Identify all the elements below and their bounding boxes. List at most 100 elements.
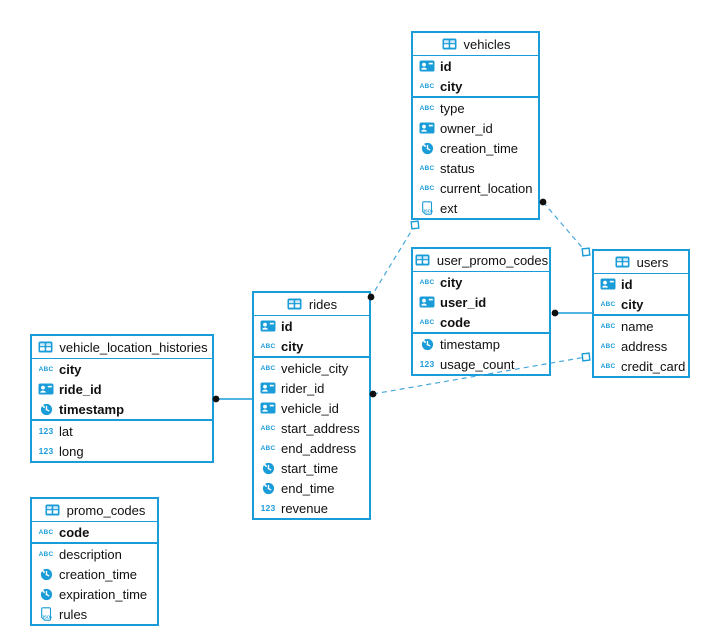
column-row: ABC city xyxy=(413,272,549,292)
column-row: start_time xyxy=(254,458,369,478)
table-name: vehicles xyxy=(463,36,511,52)
column-row: vehicle_id xyxy=(254,398,369,418)
column-row: 123 usage_count xyxy=(413,354,549,374)
column-name: city xyxy=(59,361,82,377)
column-name: id xyxy=(281,318,293,334)
uuid-icon xyxy=(259,402,277,414)
text-icon: ABC xyxy=(419,184,435,192)
columns-section: ABC vehicle_city rider_id vehicle_id ABC… xyxy=(254,356,369,518)
column-name: id xyxy=(440,58,452,74)
columns-section: timestamp 123 usage_count xyxy=(413,332,549,374)
column-row: 123 long xyxy=(32,441,212,461)
column-name: vehicle_city xyxy=(281,360,349,376)
column-name: ride_id xyxy=(59,381,102,397)
column-row: end_time xyxy=(254,478,369,498)
relation-vehicles-users xyxy=(542,201,587,253)
column-row: timestamp xyxy=(413,334,549,354)
table-icon xyxy=(441,38,459,50)
column-name: end_address xyxy=(281,440,357,456)
er-table-rides[interactable]: rides id ABC city ABC vehicle_city rider… xyxy=(252,291,371,520)
column-row: ABC credit_card xyxy=(594,356,688,376)
column-row: ABC description xyxy=(32,544,157,564)
table-header[interactable]: promo_codes xyxy=(32,499,157,522)
number-icon: 123 xyxy=(260,503,276,513)
er-table-vehicle_location_histories[interactable]: vehicle_location_histories ABC city ride… xyxy=(30,334,214,463)
columns-section: ABC type owner_id creation_time ABC stat… xyxy=(413,96,538,218)
column-row: id xyxy=(254,316,369,336)
column-name: city xyxy=(440,274,463,290)
column-name: start_address xyxy=(281,420,360,436)
table-icon xyxy=(614,256,632,268)
column-name: rider_id xyxy=(281,380,325,396)
column-name: ext xyxy=(440,200,458,216)
column-name: creation_time xyxy=(59,566,138,582)
column-row: ABC code xyxy=(32,522,157,542)
uuid-icon xyxy=(37,383,55,395)
relation-rides-users-diamond-end xyxy=(581,352,591,362)
text-icon: ABC xyxy=(600,342,616,350)
json-icon: JSON xyxy=(37,607,55,621)
column-row: id xyxy=(594,274,688,294)
column-row: ABC name xyxy=(594,316,688,336)
table-name: vehicle_location_histories xyxy=(59,339,208,355)
column-row: ABC start_address xyxy=(254,418,369,438)
primary-key-section: ABC code xyxy=(32,522,157,542)
primary-key-section: id ABC city xyxy=(254,316,369,356)
relation-user_promo_codes-users-dot-end xyxy=(551,309,559,317)
table-header[interactable]: rides xyxy=(254,293,369,316)
column-row: ABC vehicle_city xyxy=(254,358,369,378)
column-row: 123 revenue xyxy=(254,498,369,518)
column-name: type xyxy=(440,100,465,116)
column-row: JSON rules xyxy=(32,604,157,624)
uuid-icon xyxy=(599,278,617,290)
column-name: rules xyxy=(59,606,88,622)
text-icon: ABC xyxy=(419,104,435,112)
relation-vehicles-users-dot-end xyxy=(539,198,547,206)
uuid-icon xyxy=(418,60,436,72)
primary-key-section: id ABC city xyxy=(594,274,688,314)
column-row: id xyxy=(413,56,538,76)
column-name: lat xyxy=(59,423,73,439)
column-row: creation_time xyxy=(413,138,538,158)
column-row: timestamp xyxy=(32,399,212,419)
column-row: JSON ext xyxy=(413,198,538,218)
uuid-icon xyxy=(418,296,436,308)
column-name: creation_time xyxy=(440,140,519,156)
text-icon: ABC xyxy=(419,164,435,172)
columns-section: ABC description creation_time expiration… xyxy=(32,542,157,624)
table-header[interactable]: users xyxy=(594,251,688,274)
text-icon: ABC xyxy=(419,278,435,286)
column-name: usage_count xyxy=(440,356,515,372)
time-icon xyxy=(259,481,277,495)
time-icon xyxy=(37,587,55,601)
column-name: city xyxy=(621,296,644,312)
er-table-user_promo_codes[interactable]: user_promo_codes ABC city user_id ABC co… xyxy=(411,247,551,376)
table-header[interactable]: user_promo_codes xyxy=(413,249,549,272)
er-table-promo_codes[interactable]: promo_codes ABC code ABC description cre… xyxy=(30,497,159,626)
column-name: name xyxy=(621,318,654,334)
table-header[interactable]: vehicles xyxy=(413,33,538,56)
column-row: ride_id xyxy=(32,379,212,399)
er-table-users[interactable]: users id ABC city ABC name ABC address A… xyxy=(592,249,690,378)
column-name: status xyxy=(440,160,475,176)
column-name: expiration_time xyxy=(59,586,148,602)
column-name: code xyxy=(440,314,471,330)
column-name: description xyxy=(59,546,122,562)
table-icon xyxy=(286,298,304,310)
text-icon: ABC xyxy=(38,528,54,536)
column-name: end_time xyxy=(281,480,335,496)
time-icon xyxy=(418,337,436,351)
column-name: current_location xyxy=(440,180,533,196)
svg-text:JSON: JSON xyxy=(423,209,433,214)
table-header[interactable]: vehicle_location_histories xyxy=(32,336,212,359)
column-name: city xyxy=(440,78,463,94)
uuid-icon xyxy=(418,122,436,134)
table-icon xyxy=(44,504,62,516)
text-icon: ABC xyxy=(260,364,276,372)
text-icon: ABC xyxy=(38,550,54,558)
relation-vehicles-rides xyxy=(370,224,416,298)
number-icon: 123 xyxy=(38,446,54,456)
text-icon: ABC xyxy=(260,342,276,350)
er-table-vehicles[interactable]: vehicles id ABC city ABC type owner_id c… xyxy=(411,31,540,220)
